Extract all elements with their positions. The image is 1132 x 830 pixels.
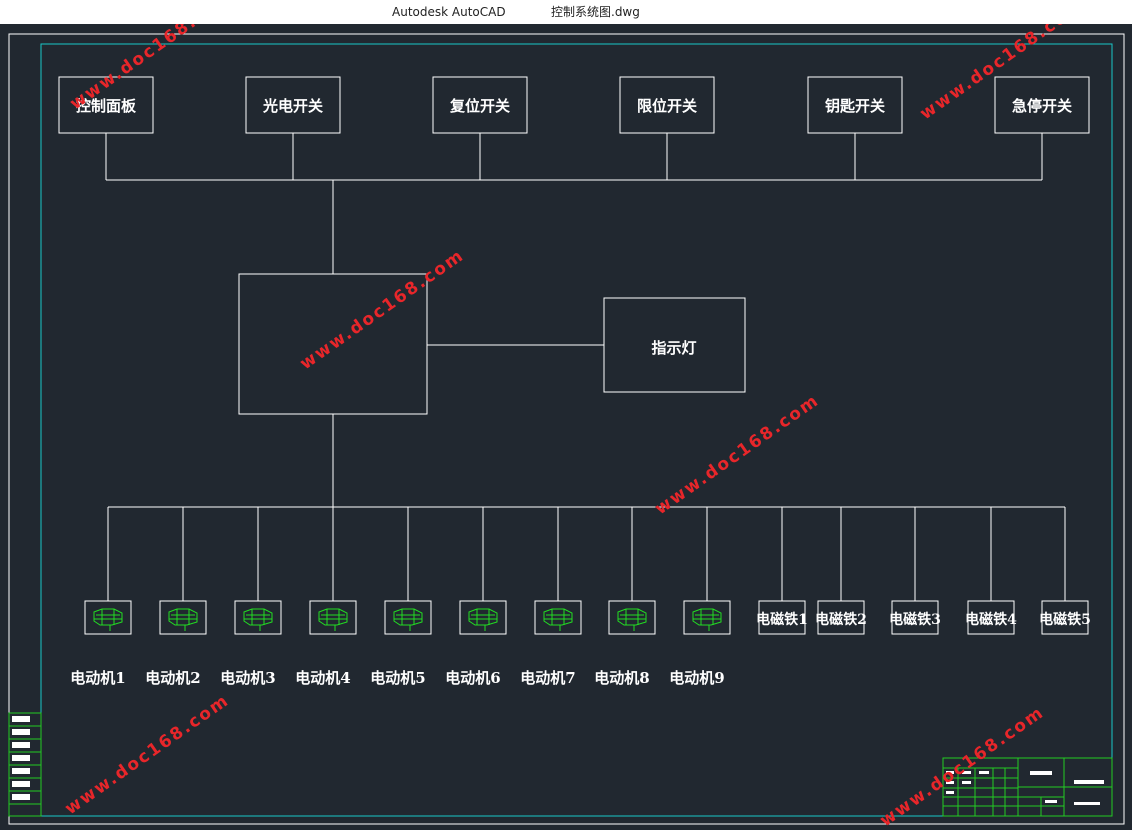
inner-frame	[40, 43, 1113, 817]
input-label-1: 控制面板	[76, 97, 137, 115]
app-title: Autodesk AutoCAD	[392, 5, 506, 19]
motor-icon	[243, 608, 273, 631]
motor-box-3	[234, 600, 282, 635]
motor-box-7	[534, 600, 582, 635]
input-bus	[106, 179, 1042, 274]
indicator-label: 指示灯	[651, 339, 696, 357]
motor-box-2	[159, 600, 207, 635]
document-title: 控制系统图.dwg	[551, 5, 640, 19]
magnet-label-4: 电磁铁4	[965, 611, 1017, 628]
motor-box-1	[84, 600, 132, 635]
input-label-6: 急停开关	[1012, 97, 1072, 115]
motor-icon	[93, 608, 123, 631]
binding-strip	[8, 712, 42, 817]
motor-icon	[617, 608, 647, 631]
input-label-4: 限位开关	[637, 97, 697, 115]
watermark-text: www.doc168.com	[651, 390, 823, 519]
motor-icon	[543, 608, 573, 631]
magnet-label-1: 电磁铁1	[756, 611, 808, 628]
input-label-5: 钥匙开关	[825, 97, 885, 115]
motor-icon	[168, 608, 198, 631]
input-devices: 控制面板 光电开关 复位开关 限位开关 钥匙开关 急停开关	[58, 76, 1090, 180]
motor-label-1: 电动机1	[70, 669, 125, 687]
magnet-box-2	[817, 600, 865, 635]
motor-label-7: 电动机7	[520, 669, 575, 687]
motor-label-3: 电动机3	[220, 669, 275, 687]
motor-icon	[393, 608, 423, 631]
title-block	[942, 757, 1113, 817]
watermark-text: www.doc168.com	[61, 690, 233, 819]
motor-box-9	[683, 600, 731, 635]
input-label-3: 复位开关	[449, 97, 510, 115]
motor-label-8: 电动机8	[594, 669, 649, 687]
motor-icon	[692, 608, 722, 631]
motor-box-8	[608, 600, 656, 635]
motor-label-4: 电动机4	[295, 669, 350, 687]
motor-icon	[468, 608, 498, 631]
magnet-label-5: 电磁铁5	[1039, 611, 1091, 628]
watermark-text: www.doc168.com	[296, 245, 468, 374]
magnet-label-2: 电磁铁2	[815, 611, 867, 628]
input-label-2: 光电开关	[262, 97, 323, 115]
watermarks: www.doc168.com www.doc168.com www.doc168.c…	[61, 24, 1088, 830]
motor-label-2: 电动机2	[145, 669, 200, 687]
magnet-box-3	[891, 600, 939, 635]
output-bus	[108, 414, 1065, 508]
watermark-text: www.doc168.com	[876, 702, 1048, 830]
magnet-box-5	[1041, 600, 1089, 635]
outer-frame	[8, 33, 1125, 825]
output-devices: 电动机1 电动机2 电动机3 电动机4 电动机5 电动机6 电动机7 电动机8 电动机9 电磁铁1…	[70, 507, 1091, 687]
motor-label-9: 电动机9	[669, 669, 724, 687]
motor-box-4	[309, 600, 357, 635]
magnet-box-1	[758, 600, 806, 635]
motor-box-6	[459, 600, 507, 635]
indicator-box	[603, 297, 746, 393]
motor-label-5: 电动机5	[370, 669, 425, 687]
watermark-text: www.doc168.com	[66, 24, 238, 114]
window-titlebar: Autodesk AutoCAD 控制系统图.dwg	[0, 0, 1132, 24]
magnet-box-4	[967, 600, 1015, 635]
motor-label-6: 电动机6	[445, 669, 500, 687]
magnet-label-3: 电磁铁3	[889, 611, 941, 628]
motor-box-5	[384, 600, 432, 635]
motor-icon	[318, 608, 348, 631]
